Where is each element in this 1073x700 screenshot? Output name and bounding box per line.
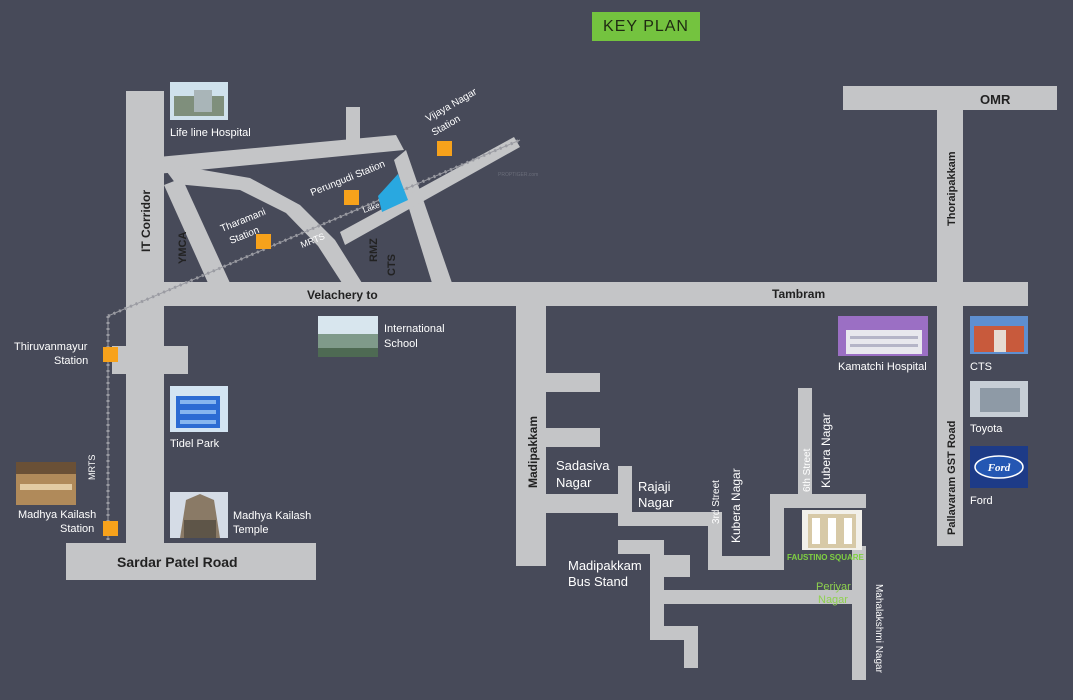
omr-label: OMR xyxy=(980,92,1011,107)
madipakkam-side-3 xyxy=(546,494,618,513)
rajaji-road-h xyxy=(618,512,712,526)
thoraipakkam-road xyxy=(937,86,963,306)
velachery-label: Velachery to xyxy=(307,288,378,302)
cts-landmark-label: CTS xyxy=(970,361,992,373)
busstand-stub xyxy=(650,555,690,577)
madhya-station-label-1: Madhya Kailash xyxy=(18,509,96,521)
kubera-nagar-2-label: Kubera Nagar xyxy=(819,413,833,488)
kubera-nagar-1-label: Kubera Nagar xyxy=(729,468,743,543)
periyar-road xyxy=(662,590,866,604)
tidel-park-label: Tidel Park xyxy=(170,438,220,450)
sixth-street-road xyxy=(798,388,812,508)
thiruvanmayur-station-marker xyxy=(103,347,118,362)
periyar-label-1: Periyar xyxy=(816,581,851,593)
sardar-patel-label: Sardar Patel Road xyxy=(117,554,238,570)
cts-photo xyxy=(970,316,1028,354)
mrts-left-label: MRTS xyxy=(87,455,97,480)
ymca-label: YMCA xyxy=(177,232,189,264)
ford-logo-icon: Ford xyxy=(970,446,1028,488)
toyota-label: Toyota xyxy=(970,423,1003,435)
periyar-label-2: Nagar xyxy=(818,594,848,606)
sadasiva-label-1: Sadasiva xyxy=(556,458,610,473)
vijaya-nagar-station-marker xyxy=(437,141,452,156)
busstand-road-h xyxy=(618,540,664,554)
rmz-label: RMZ xyxy=(368,238,380,262)
watermark-text: PROPTIGER.com xyxy=(498,172,538,178)
madhya-kailash-station-marker xyxy=(103,521,118,536)
busstand-label-1: Madipakkam xyxy=(568,558,642,573)
ford-logo-text: Ford xyxy=(987,462,1011,474)
kubera-road-h xyxy=(708,556,784,570)
toyota-photo xyxy=(970,381,1028,417)
lifeline-hospital-photo xyxy=(170,82,228,120)
pallavaram-gst-road xyxy=(937,282,963,546)
kamatchi-hospital-label: Kamatchi Hospital xyxy=(838,361,927,373)
pallavaram-label: Pallavaram GST Road xyxy=(946,421,958,535)
mahalakshmi-nagar-label: Mahalakshmi Nagar xyxy=(873,584,884,674)
kubera-road-v xyxy=(708,512,722,570)
rmz-road xyxy=(394,150,452,283)
mrts-railway xyxy=(106,138,521,540)
thoraipakkam-label: Thoraipakkam xyxy=(946,151,958,226)
thiruvanmayur-stub xyxy=(112,346,188,374)
madipakkam-side-1 xyxy=(546,373,600,392)
rajaji-road-v xyxy=(618,466,632,524)
sadasiva-label-2: Nagar xyxy=(556,475,592,490)
international-school-photo xyxy=(318,316,378,357)
key-plan-title: KEY PLAN xyxy=(592,12,700,41)
madhya-kailash-temple-label-1: Madhya Kailash xyxy=(233,510,311,522)
lifeline-road xyxy=(126,135,404,177)
thiruvanmayur-label-1: Thiruvanmayur xyxy=(14,341,88,353)
tidel-park-photo xyxy=(170,386,228,432)
cts-road-label: CTS xyxy=(386,254,398,276)
rajaji-label-1: Rajaji xyxy=(638,479,671,494)
kubera2-road-h xyxy=(770,494,866,508)
madipakkam-side-2 xyxy=(546,428,600,447)
velachery-tambram-road xyxy=(126,282,1028,306)
perungudi-station-marker xyxy=(344,190,359,205)
kamatchi-hospital-photo xyxy=(838,316,928,356)
roads xyxy=(66,86,1057,680)
thiruvanmayur-label-2: Station xyxy=(54,355,88,367)
busstand-bottom-v xyxy=(684,626,698,668)
third-street-label: 3rd Street xyxy=(711,480,722,524)
it-corridor-label: IT Corridor xyxy=(139,190,153,252)
tambram-label: Tambram xyxy=(772,287,825,301)
busstand-label-2: Bus Stand xyxy=(568,574,628,589)
ymca-road xyxy=(164,178,230,283)
kubera2-road-v xyxy=(770,494,784,570)
madhya-kailash-temple-label-2: Temple xyxy=(233,524,268,536)
upper-stub xyxy=(346,107,360,147)
sardar-patel-road xyxy=(66,543,316,580)
international-school-label-2: School xyxy=(384,338,418,350)
international-school-label-1: International xyxy=(384,323,445,335)
mahalakshmi-road xyxy=(852,546,866,680)
rajaji-label-2: Nagar xyxy=(638,495,674,510)
lake-shape xyxy=(378,174,408,212)
madhya-kailash-temple-photo xyxy=(170,492,228,538)
madhya-station-label-2: Station xyxy=(60,523,94,535)
mrts-curve-road xyxy=(164,166,362,283)
madhya-kailash-station-photo xyxy=(16,462,76,505)
faustino-square-label: FAUSTINO SQUARE xyxy=(787,553,865,562)
cts-link-road xyxy=(340,137,520,245)
madipakkam-label: Madipakkam xyxy=(526,416,540,488)
lifeline-hospital-label: Life line Hospital xyxy=(170,127,251,139)
sixth-street-label: 6th Street xyxy=(802,448,813,492)
tharamani-station-marker xyxy=(256,234,271,249)
madipakkam-road xyxy=(516,282,546,566)
ford-label: Ford xyxy=(970,495,993,507)
faustino-square-photo xyxy=(802,510,862,550)
